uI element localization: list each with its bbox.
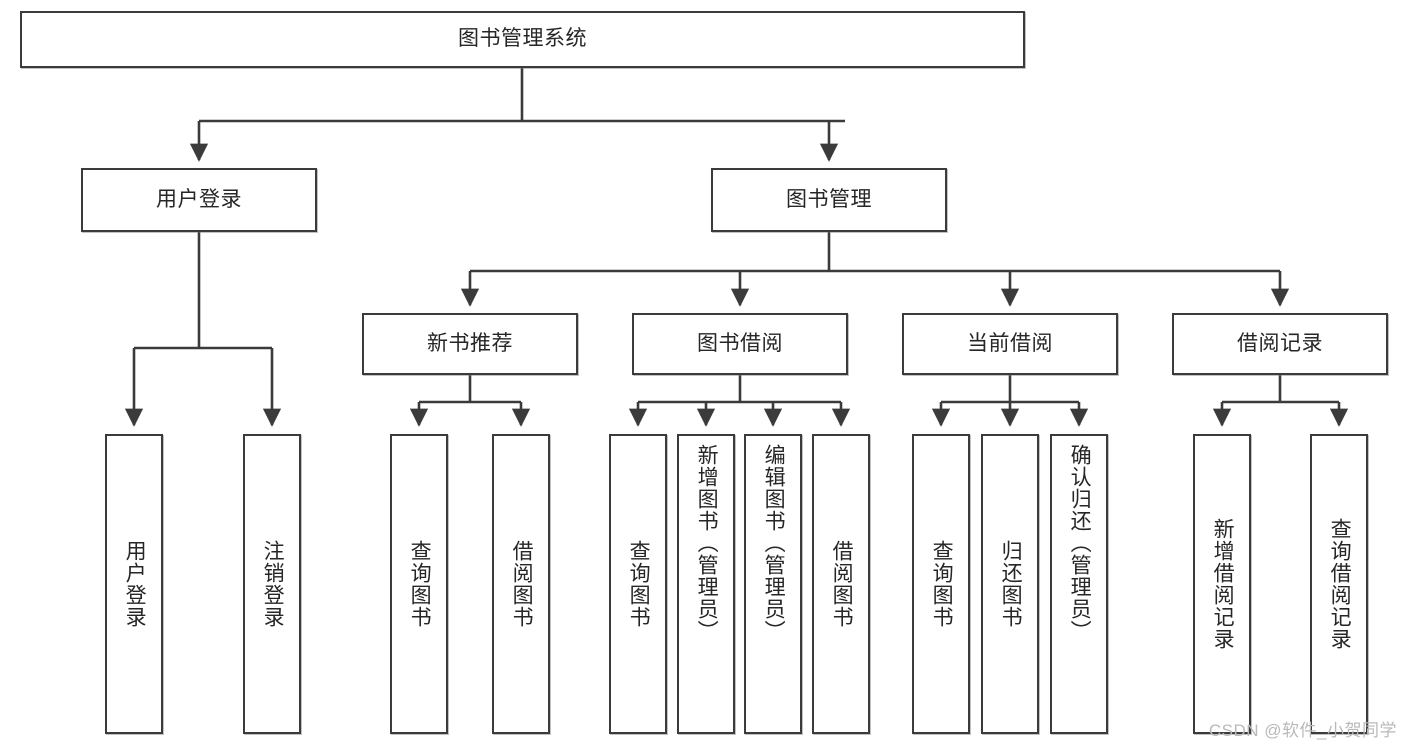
node-label-new-book-recommend: 新书推荐 xyxy=(427,331,513,355)
node-label-leaf-logout-login: 注销登录 xyxy=(261,540,285,628)
csdn-watermark: CSDN @软件_小贺同学 xyxy=(1208,721,1397,740)
node-label-leaf-query-record: 查询借阅记录 xyxy=(1328,518,1352,650)
node-new-book-recommend[interactable]: 新书推荐 xyxy=(362,313,578,375)
node-leaf-edit-book[interactable]: 编辑图书（管理员） xyxy=(744,434,802,734)
node-label-leaf-user-login: 用户登录 xyxy=(123,540,147,628)
node-root-system[interactable]: 图书管理系统 xyxy=(20,11,1025,68)
node-label-leaf-return-book: 归还图书 xyxy=(999,540,1023,628)
node-label-current-borrow: 当前借阅 xyxy=(967,331,1053,355)
node-label-leaf-add-book: 新增图书（管理员） xyxy=(695,444,719,642)
node-leaf-query-book-3[interactable]: 查询图书 xyxy=(912,434,970,734)
node-user-login[interactable]: 用户登录 xyxy=(81,168,317,232)
node-leaf-return-book[interactable]: 归还图书 xyxy=(981,434,1039,734)
node-leaf-query-record[interactable]: 查询借阅记录 xyxy=(1310,434,1368,734)
node-label-leaf-query-book-1: 查询图书 xyxy=(408,540,432,628)
node-label-leaf-borrow-book-1: 借阅图书 xyxy=(510,540,534,628)
node-current-borrow[interactable]: 当前借阅 xyxy=(902,313,1118,375)
node-book-management[interactable]: 图书管理 xyxy=(711,168,947,232)
node-label-user-login: 用户登录 xyxy=(156,187,242,211)
node-label-book-management: 图书管理 xyxy=(786,187,872,211)
node-label-book-borrow: 图书借阅 xyxy=(697,331,783,355)
node-leaf-logout-login[interactable]: 注销登录 xyxy=(243,434,301,734)
node-label-root: 图书管理系统 xyxy=(458,27,587,51)
node-leaf-borrow-book-2[interactable]: 借阅图书 xyxy=(812,434,870,734)
node-label-leaf-confirm-return: 确认归还（管理员） xyxy=(1068,444,1092,642)
node-leaf-query-book-2[interactable]: 查询图书 xyxy=(609,434,667,734)
node-book-borrow[interactable]: 图书借阅 xyxy=(632,313,848,375)
node-borrow-record[interactable]: 借阅记录 xyxy=(1172,313,1388,375)
node-leaf-add-book[interactable]: 新增图书（管理员） xyxy=(677,434,735,734)
node-leaf-query-book-1[interactable]: 查询图书 xyxy=(390,434,448,734)
node-label-leaf-add-record: 新增借阅记录 xyxy=(1211,518,1235,650)
node-label-leaf-query-book-2: 查询图书 xyxy=(627,540,651,628)
node-leaf-add-record[interactable]: 新增借阅记录 xyxy=(1193,434,1251,734)
node-leaf-confirm-return[interactable]: 确认归还（管理员） xyxy=(1050,434,1108,734)
node-label-leaf-borrow-book-2: 借阅图书 xyxy=(830,540,854,628)
node-label-borrow-record: 借阅记录 xyxy=(1237,331,1323,355)
node-leaf-borrow-book-1[interactable]: 借阅图书 xyxy=(492,434,550,734)
node-leaf-user-login[interactable]: 用户登录 xyxy=(105,434,163,734)
node-label-leaf-edit-book: 编辑图书（管理员） xyxy=(762,444,786,642)
node-label-leaf-query-book-3: 查询图书 xyxy=(930,540,954,628)
